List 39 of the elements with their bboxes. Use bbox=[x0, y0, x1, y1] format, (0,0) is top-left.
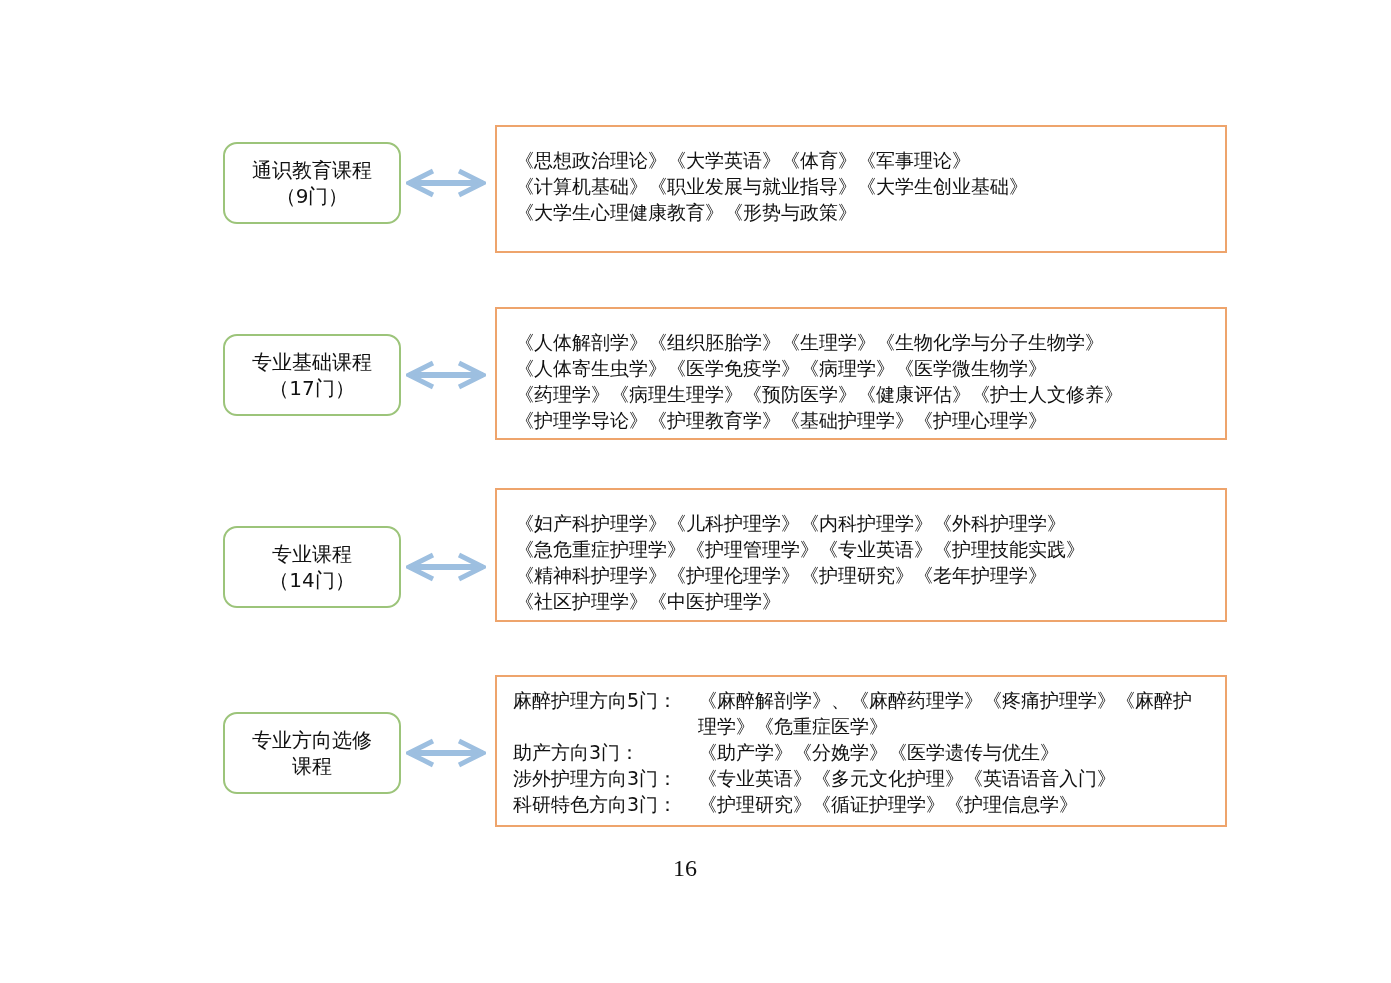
category-title: 专业方向选修课程 bbox=[252, 727, 372, 779]
course-list: 《妇产科护理学》《儿科护理学》《内科护理学》《外科护理学》 bbox=[515, 510, 1207, 536]
course-list: 《思想政治理论》《大学英语》《体育》《军事理论》 bbox=[515, 147, 1207, 173]
double-arrow bbox=[406, 168, 486, 198]
course-list-box bbox=[495, 675, 1227, 827]
course-list: 《专业英语》《多元文化护理》《英语语音入门》 bbox=[698, 765, 1198, 791]
category-box bbox=[223, 142, 401, 224]
double-arrow bbox=[406, 360, 486, 390]
category-title: 专业课程 bbox=[272, 541, 352, 567]
category-title: 专业基础课程 bbox=[252, 349, 372, 375]
course-list: 《社区护理学》《中医护理学》 bbox=[515, 588, 1207, 614]
course-list: 《大学生心理健康教育》《形势与政策》 bbox=[515, 199, 1207, 225]
course-list: 《麻醉解剖学》、《麻醉药理学》《疼痛护理学》《麻醉护理学》《危重症医学》 bbox=[698, 687, 1198, 739]
direction-label: 科研特色方向3门： bbox=[513, 792, 679, 817]
course-count: （17门） bbox=[269, 375, 355, 401]
course-count: （14门） bbox=[269, 567, 355, 593]
course-list: 《助产学》《分娩学》《医学遗传与优生》 bbox=[698, 739, 1198, 765]
course-list: 《药理学》《病理生理学》《预防医学》《健康评估》《护士人文修养》 bbox=[515, 381, 1207, 407]
direction-label: 涉外护理方向3门： bbox=[513, 766, 679, 791]
category-box bbox=[223, 526, 401, 608]
direction-label: 麻醉护理方向5门： bbox=[513, 688, 679, 713]
course-list-box bbox=[495, 488, 1227, 622]
double-arrow bbox=[406, 552, 486, 582]
page-number: 16 bbox=[673, 855, 697, 882]
course-list: 《人体解剖学》《组织胚胎学》《生理学》《生物化学与分子生物学》 bbox=[515, 329, 1207, 355]
course-list: 《护理研究》《循证护理学》《护理信息学》 bbox=[698, 791, 1198, 817]
course-list: 《精神科护理学》《护理伦理学》《护理研究》《老年护理学》 bbox=[515, 562, 1207, 588]
course-list: 《护理学导论》《护理教育学》《基础护理学》《护理心理学》 bbox=[515, 407, 1207, 433]
course-count: （9门） bbox=[275, 183, 349, 209]
direction-label: 助产方向3门： bbox=[513, 740, 641, 765]
course-list: 《计算机基础》《职业发展与就业指导》《大学生创业基础》 bbox=[515, 173, 1207, 199]
category-box bbox=[223, 334, 401, 416]
course-list-box bbox=[495, 307, 1227, 440]
course-list-box bbox=[495, 125, 1227, 253]
category-title: 通识教育课程 bbox=[252, 157, 372, 183]
course-list: 《人体寄生虫学》《医学免疫学》《病理学》《医学微生物学》 bbox=[515, 355, 1207, 381]
double-arrow bbox=[406, 738, 486, 768]
category-box bbox=[223, 712, 401, 794]
course-list: 《急危重症护理学》《护理管理学》《专业英语》《护理技能实践》 bbox=[515, 536, 1207, 562]
